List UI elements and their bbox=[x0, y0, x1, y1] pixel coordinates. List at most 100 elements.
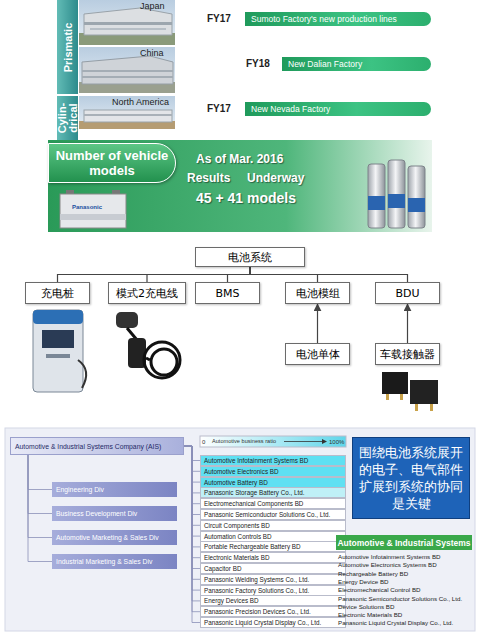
node-text: 充电桩 bbox=[41, 286, 74, 301]
business-unit-box: Automotive Electronics BD bbox=[200, 466, 346, 477]
milestone-bar: New Nevada Factory bbox=[245, 102, 431, 116]
company-box: Automotive & Industrial Systems Company … bbox=[10, 437, 184, 455]
connector bbox=[28, 455, 52, 538]
node-text: Electronic Materials BD bbox=[204, 554, 269, 561]
factory-photo bbox=[79, 0, 175, 45]
photo-caption: North America bbox=[112, 98, 169, 107]
connector bbox=[58, 267, 251, 282]
node-text: Automotive Infotainment Systems BD bbox=[204, 457, 308, 464]
connector bbox=[28, 455, 52, 514]
business-unit-box: Capacitor BD bbox=[200, 563, 346, 574]
component-box: 车载接触器 bbox=[375, 343, 440, 365]
node-text: Panasonic Semiconductor Solutions Co., L… bbox=[204, 511, 330, 518]
factory-photo bbox=[79, 47, 175, 93]
node-text: Automotive & Industrial Systems bbox=[337, 538, 470, 548]
business-unit-box: Automation Controls BD bbox=[200, 531, 346, 542]
stats-panel bbox=[48, 140, 432, 232]
node-text: 电池单体 bbox=[296, 347, 340, 362]
division-box: Engineering Div bbox=[52, 482, 177, 497]
stat-text: 45 + 41 models bbox=[196, 191, 296, 205]
connector bbox=[184, 446, 200, 623]
category-band: Prismatic bbox=[57, 0, 78, 94]
stat-text: Results bbox=[187, 172, 230, 184]
node-text: Number of vehicle models bbox=[49, 148, 175, 178]
charging-cable bbox=[116, 312, 180, 378]
list-item: Electromechanical Control BD bbox=[338, 587, 421, 593]
ratio-arrow bbox=[284, 441, 322, 442]
system-box: 电池系统 bbox=[195, 247, 305, 267]
connector bbox=[228, 267, 251, 282]
brand-text: Panasonic bbox=[72, 204, 102, 210]
component-box: BDU bbox=[375, 282, 440, 304]
node-text: 电池模组 bbox=[296, 286, 340, 301]
heading-band: Number of vehicle models bbox=[48, 143, 176, 183]
node-text: New Nevada Factory bbox=[251, 104, 330, 114]
component-box: 模式2充电线 bbox=[108, 282, 186, 304]
business-unit-box: Portable Rechargeable Battery BD bbox=[200, 541, 346, 552]
business-unit-box: Panasonic Storage Battery Co., Ltd. bbox=[200, 487, 346, 498]
header-box: Automotive & Industrial Systems bbox=[336, 535, 472, 550]
connector bbox=[407, 304, 408, 343]
node-text: Panasonic Precision Devices Co., Ltd. bbox=[204, 608, 311, 615]
node-text: Panasonic Factory Solutions Co., Ltd. bbox=[204, 587, 309, 594]
division-box: Industrial Marketing & Sales Div bbox=[52, 554, 177, 569]
node-text: Portable Rechargeable Battery BD bbox=[204, 543, 301, 550]
node-text: 车载接触器 bbox=[380, 347, 435, 362]
component-box: 电池单体 bbox=[285, 343, 350, 365]
milestone-bar: Sumoto Factory's new production lines bbox=[245, 12, 431, 26]
ratio-arrow-head bbox=[322, 439, 327, 444]
node-text: Capacitor BD bbox=[204, 565, 241, 572]
node-text: Engineering Div bbox=[56, 486, 104, 493]
note-box: 围绕电池系统展开的电子、电气部件扩展到系统的协同是关键 bbox=[352, 437, 470, 519]
business-unit-box: Panasonic Liquid Crystal Display Co., Lt… bbox=[200, 617, 346, 628]
business-unit-box: Electromechanical Components BD bbox=[200, 498, 346, 509]
business-unit-box: Panasonic Semiconductor Solutions Co., L… bbox=[200, 509, 346, 520]
component-box: 电池模组 bbox=[285, 282, 350, 304]
photo-caption: Japan bbox=[140, 2, 165, 11]
list-item: Automotive Infotainment Systems BD bbox=[338, 554, 440, 560]
axis-label: 100% bbox=[329, 439, 344, 445]
year-label: FY17 bbox=[207, 14, 231, 24]
year-label: FY18 bbox=[246, 59, 270, 69]
node-text: Panasonic Welding Systems Co., Ltd. bbox=[204, 576, 309, 583]
list-item: Energy Device BD bbox=[338, 579, 389, 585]
business-unit-box: Energy Devices BD bbox=[200, 595, 346, 606]
list-item: Automotive Electronics Systems BD bbox=[338, 562, 437, 568]
photo-caption: China bbox=[140, 49, 164, 58]
node-text: New Dalian Factory bbox=[288, 59, 362, 69]
list-item: Panasonic Liquid Crystal Display Co., Lt… bbox=[338, 620, 453, 626]
business-unit-box: Electronic Materials BD bbox=[200, 552, 346, 563]
node-text: Automotive Electronics BD bbox=[204, 468, 279, 475]
axis-label: Automotive business ratio bbox=[212, 439, 276, 445]
prismatic-cell bbox=[60, 190, 126, 228]
ratio-bar bbox=[200, 436, 346, 447]
milestone-bar: New Dalian Factory bbox=[282, 57, 431, 71]
node-text: Panasonic Liquid Crystal Display Co., Lt… bbox=[204, 619, 321, 626]
axis-label: 0 bbox=[202, 439, 205, 445]
business-unit-box: Circuit Components BD bbox=[200, 520, 346, 531]
list-item: Rechargeable Battery BD bbox=[338, 571, 408, 577]
node-text: Panasonic Storage Battery Co., Ltd. bbox=[204, 489, 304, 496]
business-unit-box: Panasonic Welding Systems Co., Ltd. bbox=[200, 574, 346, 585]
cylindrical-cell bbox=[368, 160, 425, 228]
list-item: Device Solutions BD bbox=[338, 604, 394, 610]
node-text: Energy Devices BD bbox=[204, 597, 259, 604]
component-box: 充电桩 bbox=[25, 282, 90, 304]
stat-text: Underway bbox=[247, 172, 304, 184]
connector bbox=[250, 267, 408, 282]
stat-text: As of Mar. 2016 bbox=[196, 153, 283, 165]
business-unit-box: Automotive Battery BD bbox=[200, 477, 346, 488]
division-box: Automotive Marketing & Sales Div bbox=[52, 530, 177, 545]
node-text: 电池系统 bbox=[228, 250, 272, 265]
node-text: Automotive & Industrial Systems Company … bbox=[15, 443, 161, 450]
node-text: Electromechanical Components BD bbox=[204, 500, 303, 507]
node-text: BDU bbox=[395, 287, 419, 300]
node-text: Industrial Marketing & Sales Div bbox=[56, 558, 152, 565]
list-item: Panasonic Semiconductor Solutions Co., L… bbox=[338, 596, 462, 602]
node-text: Automotive Battery BD bbox=[204, 479, 268, 486]
connector bbox=[147, 267, 250, 282]
contactor-image bbox=[382, 372, 438, 411]
node-text: Prismatic bbox=[62, 3, 73, 91]
